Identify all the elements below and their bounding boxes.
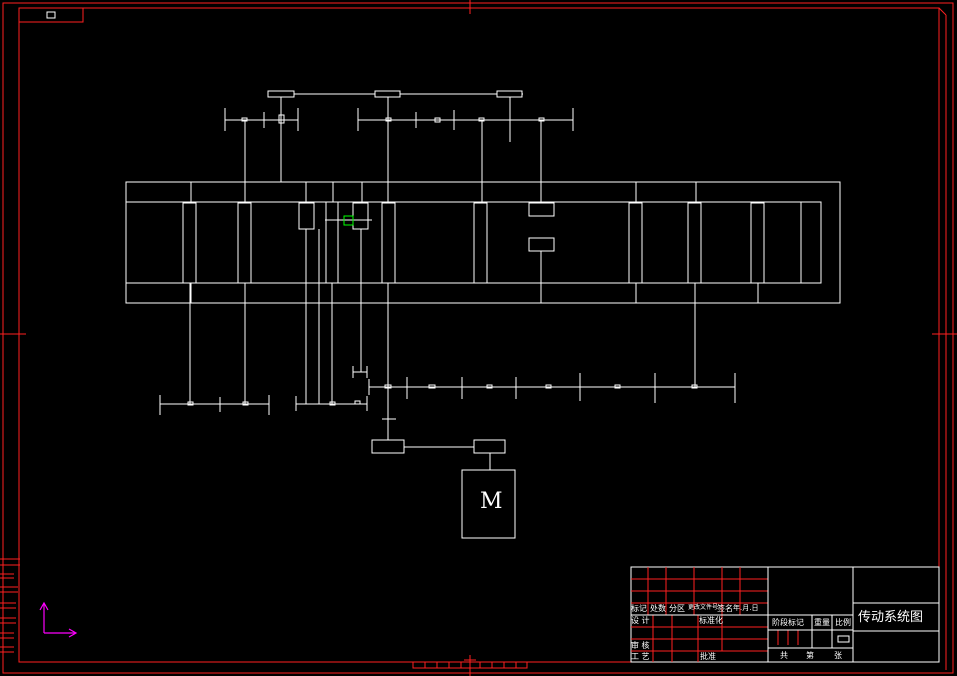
crosshair-cursor-icon [343,215,354,226]
tb-change-doc-label: 更改文件号 [688,604,719,611]
tb-count-label: 处数 [650,604,666,613]
tb-standardization-label: 标准化 [699,616,723,625]
motor-box [461,469,516,539]
tb-sign-label: 签名 [717,604,733,613]
lower-shafts [159,229,736,440]
internal-gears [182,202,802,284]
tb-design-label: 设 计 [631,616,650,625]
tb-scale-label: 比例 [835,618,851,627]
transmission-diagram [125,90,841,539]
tb-zone-label: 分区 [669,604,685,613]
motor-drive [371,439,516,539]
tb-sheet-label: 第 [806,651,814,660]
tb-process-label: 工 艺 [631,652,650,661]
gearbox-housing [125,181,841,304]
tb-weight-label: 重量 [814,618,830,627]
tb-date-label: 年.月.日 [733,604,759,612]
tb-approve-label: 批准 [700,652,716,661]
drawing-title: 传动系统图 [858,610,924,625]
motor-label: M [480,489,503,514]
title-block [630,566,940,663]
tb-mark-label: 标记 [631,604,647,613]
ucs-axis-icon [39,601,78,638]
tb-review-label: 审 核 [631,641,650,650]
upper-shafts [224,90,574,203]
tb-stage-mark-label: 阶段标记 [772,618,804,627]
tb-sheets-total-label: 共 [780,651,788,660]
tb-sheet-unit-label: 张 [834,651,842,660]
